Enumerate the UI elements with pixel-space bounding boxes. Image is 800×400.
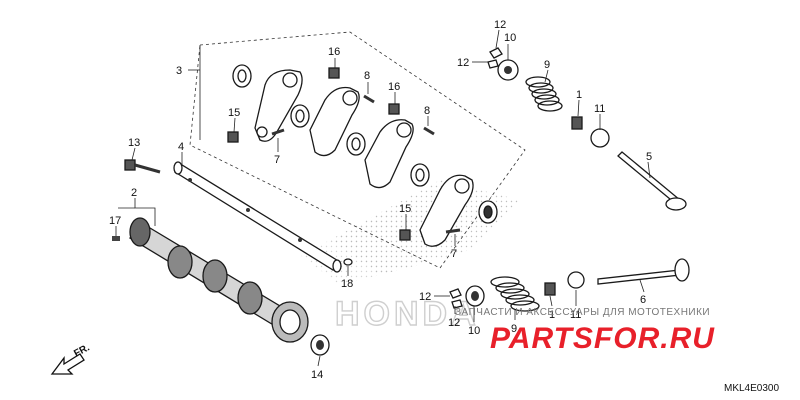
rocker-arm-2 xyxy=(309,86,360,157)
upper-valve-set xyxy=(497,59,687,211)
bearing-14 xyxy=(310,334,330,356)
direction-arrow-icon xyxy=(50,353,85,375)
callout-1: 1 xyxy=(576,89,582,101)
callout-7: 7 xyxy=(274,154,280,166)
watermark-tagline: ЗАПЧАСТИ И АКСЕССУАРЫ ДЛЯ МОТОТЕХНИКИ xyxy=(455,307,710,318)
leader-lines xyxy=(115,29,651,367)
watermark-brand: PARTSFOR.RU xyxy=(490,322,715,355)
callout-16: 16 xyxy=(328,46,340,58)
callout-13: 13 xyxy=(128,137,140,149)
valve-cotters xyxy=(449,47,503,309)
callout-14: 14 xyxy=(311,369,323,381)
bolt-13 xyxy=(124,159,161,174)
dowel-pin-17 xyxy=(112,236,120,241)
honda-underlay-text: HONDA xyxy=(335,295,480,333)
callout-3: 3 xyxy=(176,65,182,77)
rocker-arm-3 xyxy=(364,119,414,189)
callout-9: 9 xyxy=(511,323,517,335)
callout-11: 11 xyxy=(570,309,581,321)
front-direction-indicator: FR. xyxy=(50,342,92,375)
callout-6: 6 xyxy=(640,294,646,306)
callout-18: 18 xyxy=(341,278,353,290)
callout-12: 12 xyxy=(494,19,506,31)
callout-9: 9 xyxy=(544,59,550,71)
lower-valve-set xyxy=(465,258,690,312)
callout-7: 7 xyxy=(451,248,457,260)
callout-17: 17 xyxy=(109,215,121,227)
callout-5: 5 xyxy=(646,151,652,163)
callout-11: 11 xyxy=(594,103,605,115)
callout-12: 12 xyxy=(457,57,469,69)
callout-16: 16 xyxy=(388,81,400,93)
callout-10: 10 xyxy=(468,325,480,337)
callout-8: 8 xyxy=(424,105,430,117)
callout-labels: 12 10 12 9 1 11 5 3 16 8 16 8 15 7 13 4 … xyxy=(109,19,652,381)
callout-1: 1 xyxy=(549,309,555,321)
callout-15: 15 xyxy=(399,203,411,215)
callout-15: 15 xyxy=(228,107,240,119)
rocker-shaft xyxy=(173,161,342,273)
seal-18 xyxy=(343,258,353,266)
diagram-code: MKL4E0300 xyxy=(724,383,779,394)
valve-spring-upper xyxy=(525,76,563,112)
valve-spring-lower xyxy=(490,276,540,312)
rocker-arm-1 xyxy=(254,69,303,142)
callout-4: 4 xyxy=(178,141,184,153)
rocker-arm-4 xyxy=(419,174,474,247)
callout-12: 12 xyxy=(448,317,460,329)
callout-8: 8 xyxy=(364,70,370,82)
camshaft xyxy=(128,217,309,343)
valve-6 xyxy=(597,269,681,285)
direction-label: FR. xyxy=(72,342,92,359)
callout-12: 12 xyxy=(419,291,431,303)
adjusting-nuts-and-screws xyxy=(227,67,461,241)
callout-10: 10 xyxy=(504,32,516,44)
partsfor-watermark: ЗАПЧАСТИ И АКСЕССУАРЫ ДЛЯ МОТОТЕХНИКИ PA… xyxy=(455,307,715,355)
callout-2: 2 xyxy=(131,187,137,199)
washers xyxy=(232,64,498,224)
